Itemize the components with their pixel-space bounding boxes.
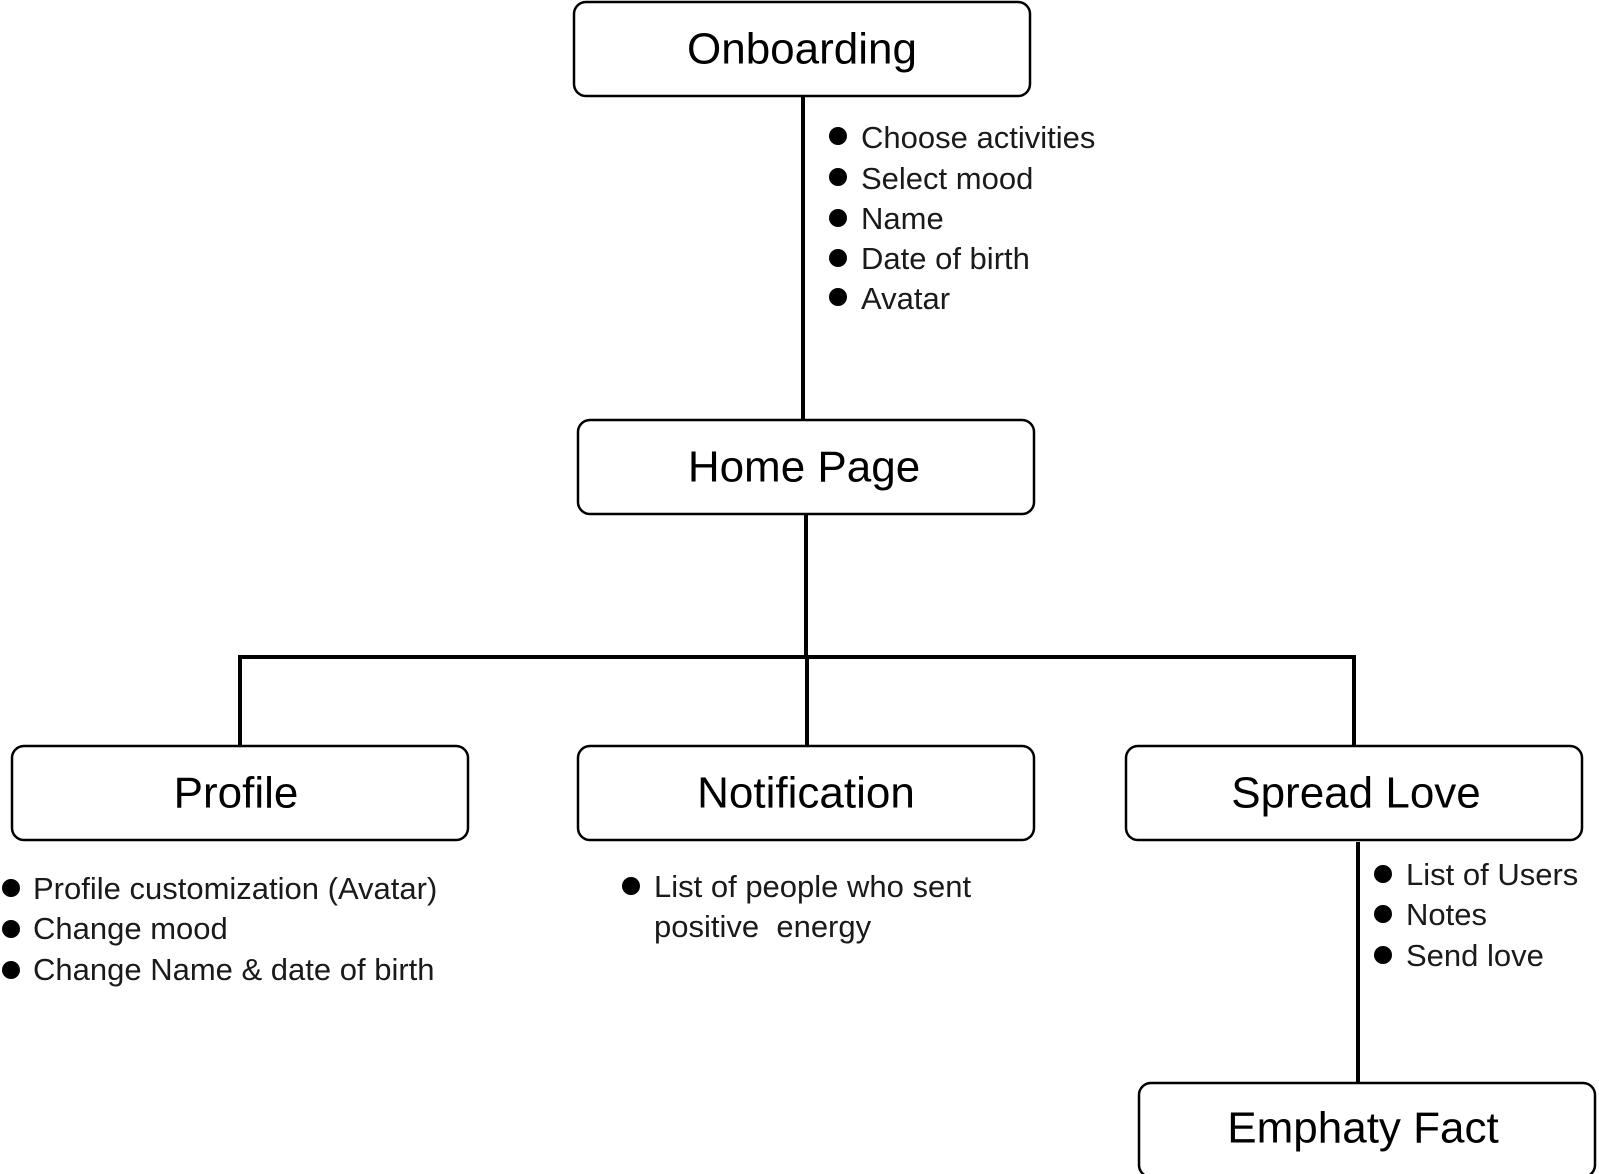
node-profile-label: Profile [174, 769, 299, 818]
spread-love-item: Send love [1406, 938, 1544, 973]
bullet-dot [829, 168, 847, 186]
profile-item: Profile customization (Avatar) [33, 871, 437, 906]
bullet-dot [2, 961, 20, 979]
bullet-dot [2, 879, 20, 897]
bullet-dot [622, 877, 640, 895]
node-empathy-fact: Emphaty Fact [1137, 1081, 1597, 1174]
bullet-dot [829, 209, 847, 227]
node-empathy-fact-box [1137, 1081, 1597, 1174]
node-profile: Profile [10, 744, 470, 842]
node-home: Home Page [576, 418, 1036, 516]
bullet-dot [829, 288, 847, 306]
onboarding-list: Choose activities Select mood Name Date … [829, 120, 1095, 316]
spread-love-item: List of Users [1406, 857, 1578, 892]
node-onboarding: Onboarding [572, 0, 1032, 98]
node-spread-love: Spread Love [1124, 744, 1584, 842]
onboarding-item: Name [861, 201, 944, 236]
onboarding-item: Avatar [861, 281, 950, 316]
node-home-box [576, 418, 1036, 516]
notification-item-continued: positive energy [654, 909, 872, 944]
node-notification-label: Notification [697, 769, 915, 818]
spread-love-item: Notes [1406, 897, 1487, 932]
bullet-dot [829, 249, 847, 267]
onboarding-item: Select mood [861, 161, 1033, 196]
node-notification-box [576, 744, 1036, 842]
node-onboarding-box [572, 0, 1032, 98]
bullet-dot [1374, 865, 1392, 883]
node-home-label: Home Page [688, 443, 920, 492]
node-onboarding-label: Onboarding [687, 25, 917, 74]
profile-item: Change Name & date of birth [33, 952, 435, 987]
notification-list: List of people who sent positive energy [622, 869, 971, 944]
bullet-dot [1374, 905, 1392, 923]
bullet-dot [1374, 946, 1392, 964]
bullet-dot [829, 127, 847, 145]
onboarding-item: Date of birth [861, 241, 1030, 276]
connectors [238, 96, 1360, 1083]
node-profile-box [10, 744, 470, 842]
node-notification: Notification [576, 744, 1036, 842]
onboarding-item: Choose activities [861, 120, 1095, 155]
node-spread-love-box [1124, 744, 1584, 842]
notification-item: List of people who sent [654, 869, 971, 904]
node-spread-love-label: Spread Love [1231, 769, 1481, 818]
node-empathy-fact-label: Emphaty Fact [1227, 1104, 1498, 1153]
bullet-dot [2, 920, 20, 938]
spread-love-list: List of Users Notes Send love [1374, 857, 1578, 973]
profile-list: Profile customization (Avatar) Change mo… [2, 871, 437, 987]
profile-item: Change mood [33, 911, 228, 946]
